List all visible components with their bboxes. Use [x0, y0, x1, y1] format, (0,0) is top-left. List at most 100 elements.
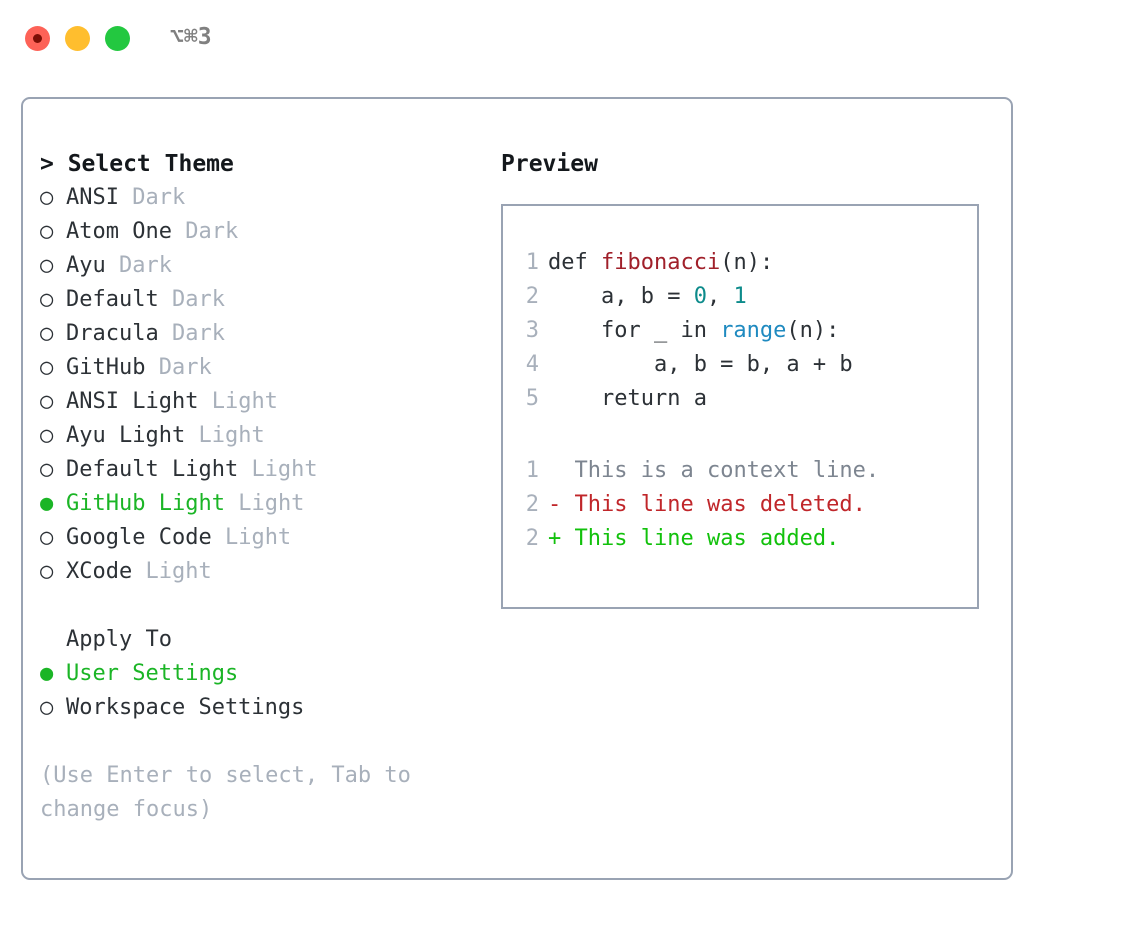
code-token-call: range [720, 318, 787, 343]
theme-option-tag: Dark [185, 219, 239, 244]
theme-option-label: Default [66, 287, 159, 312]
theme-option-tag: Dark [171, 287, 225, 312]
maximize-light-icon[interactable] [105, 26, 130, 51]
radio-unselected-icon: ○ [40, 423, 54, 448]
theme-option-github[interactable]: ○ GitHub Dark [40, 351, 470, 385]
theme-list: ○ANSI Dark○Atom One Dark○Ayu Dark○Defaul… [40, 181, 470, 589]
code-line: 4 a, b = b, a + b [515, 348, 969, 382]
code-token-plain: (n): [720, 250, 774, 275]
radio-unselected-icon: ○ [40, 219, 54, 244]
apply-to-header-indent [40, 623, 66, 657]
select-theme-header: > Select Theme [40, 151, 234, 177]
theme-option-label: Dracula [66, 321, 159, 346]
theme-option-label: GitHub [66, 355, 146, 380]
line-number: 3 [525, 318, 539, 343]
theme-option-tag: Light [211, 389, 278, 414]
keyboard-hint: (Use Enter to select, Tab to change focu… [40, 763, 425, 822]
theme-option-label: GitHub Light [66, 491, 225, 516]
apply-to-option-workspace-settings[interactable]: ○Workspace Settings [40, 691, 470, 725]
code-line: 5 return a [515, 382, 969, 416]
diff-sign: + [548, 526, 575, 551]
theme-option-ansi-light[interactable]: ○ ANSI Light Light [40, 385, 470, 419]
radio-unselected-icon: ○ [40, 389, 54, 414]
theme-option-default-light[interactable]: ○ Default Light Light [40, 453, 470, 487]
line-number: 1 [525, 458, 539, 483]
theme-option-tag: Light [224, 525, 292, 550]
line-number: 5 [525, 386, 539, 411]
code-token-plain: def [548, 250, 601, 275]
theme-option-xcode[interactable]: ○XCode Light [40, 555, 470, 589]
code-token-plain: return a [548, 386, 707, 411]
theme-option-label: ANSI [66, 185, 119, 210]
code-token-num: 1 [733, 284, 747, 309]
theme-option-label: Ayu Light [66, 423, 186, 448]
code-token-fn: fibonacci [600, 250, 721, 275]
code-line: 3 for _ in range(n): [515, 314, 969, 348]
theme-option-tag: Dark [132, 185, 186, 210]
code-token-plain: a, b = b, a + b [548, 352, 853, 377]
theme-option-label: Default Light [66, 457, 239, 482]
apply-to-option-user-settings[interactable]: ●User Settings [40, 657, 470, 691]
close-light-icon[interactable] [25, 26, 50, 51]
theme-option-tag: Light [145, 559, 212, 584]
preview-column: Preview [501, 147, 991, 181]
radio-unselected-icon: ○ [40, 457, 54, 482]
radio-unselected-icon: ○ [40, 355, 54, 380]
apply-to-header: Apply To [40, 623, 470, 657]
theme-option-tag: Dark [158, 355, 212, 380]
apply-to-option-label: User Settings [66, 661, 239, 686]
theme-option-google-code[interactable]: ○ Google Code Light [40, 521, 470, 555]
apply-to-header-label: Apply To [66, 627, 172, 652]
hint-spacer [40, 725, 470, 759]
theme-option-tag: Light [251, 457, 318, 482]
theme-option-dracula[interactable]: ○ Dracula Dark [40, 317, 470, 351]
list-spacer [40, 589, 470, 623]
theme-option-tag: Light [238, 491, 305, 516]
theme-option-tag: Dark [171, 321, 225, 346]
theme-option-label: Ayu [66, 253, 106, 278]
line-number: 2 [525, 492, 539, 517]
theme-option-label: Google Code [66, 525, 212, 550]
line-number: 2 [525, 284, 539, 309]
radio-unselected-icon: ○ [40, 287, 54, 312]
theme-option-label: Atom One [66, 219, 172, 244]
diff-line-del: 2- This line was deleted. [515, 488, 969, 522]
main-panel: > Select Theme ○ANSI Dark○Atom One Dark○… [21, 97, 1013, 880]
radio-unselected-icon: ○ [40, 525, 54, 550]
diff-sample: 1 This is a context line. 2- This line wa… [515, 454, 969, 556]
code-line: 2 a, b = 0, 1 [515, 280, 969, 314]
shortcut-label: ⌥⌘3 [170, 24, 212, 50]
line-number: 2 [525, 526, 539, 551]
code-token-plain: for _ in [548, 318, 721, 343]
code-token-plain: , [706, 284, 734, 309]
theme-option-ayu-light[interactable]: ○ Ayu Light Light [40, 419, 470, 453]
theme-option-ayu[interactable]: ○Ayu Dark [40, 249, 470, 283]
minimize-light-icon[interactable] [65, 26, 90, 51]
title-bar: ⌥⌘3 [0, 0, 1140, 78]
theme-option-github-light[interactable]: ●GitHub Light Light [40, 487, 470, 521]
theme-option-tag: Dark [119, 253, 172, 278]
radio-unselected-icon: ○ [40, 695, 54, 720]
radio-unselected-icon: ○ [40, 559, 54, 584]
theme-option-atom-one[interactable]: ○ Atom One Dark [40, 215, 470, 249]
theme-option-ansi[interactable]: ○ ANSI Dark [40, 181, 470, 215]
diff-text: This line was deleted. [574, 492, 866, 517]
diff-sign: - [548, 492, 575, 517]
code-line: 1 def fibonacci(n): [515, 246, 969, 280]
code-token-plain: (n): [786, 318, 840, 343]
theme-option-default[interactable]: ○ Default Dark [40, 283, 470, 317]
preview-header: Preview [501, 151, 598, 177]
diff-sign [548, 458, 575, 483]
diff-line-add: 2+ This line was added. [515, 522, 969, 556]
radio-unselected-icon: ○ [40, 185, 54, 210]
radio-unselected-icon: ○ [40, 321, 54, 346]
theme-option-tag: Light [198, 423, 265, 448]
diff-text: This is a context line. [574, 458, 880, 483]
line-number: 1 [525, 250, 539, 275]
code-token-plain: a, b = [548, 284, 694, 309]
theme-option-label: ANSI Light [66, 389, 199, 414]
line-number: 4 [525, 352, 539, 377]
